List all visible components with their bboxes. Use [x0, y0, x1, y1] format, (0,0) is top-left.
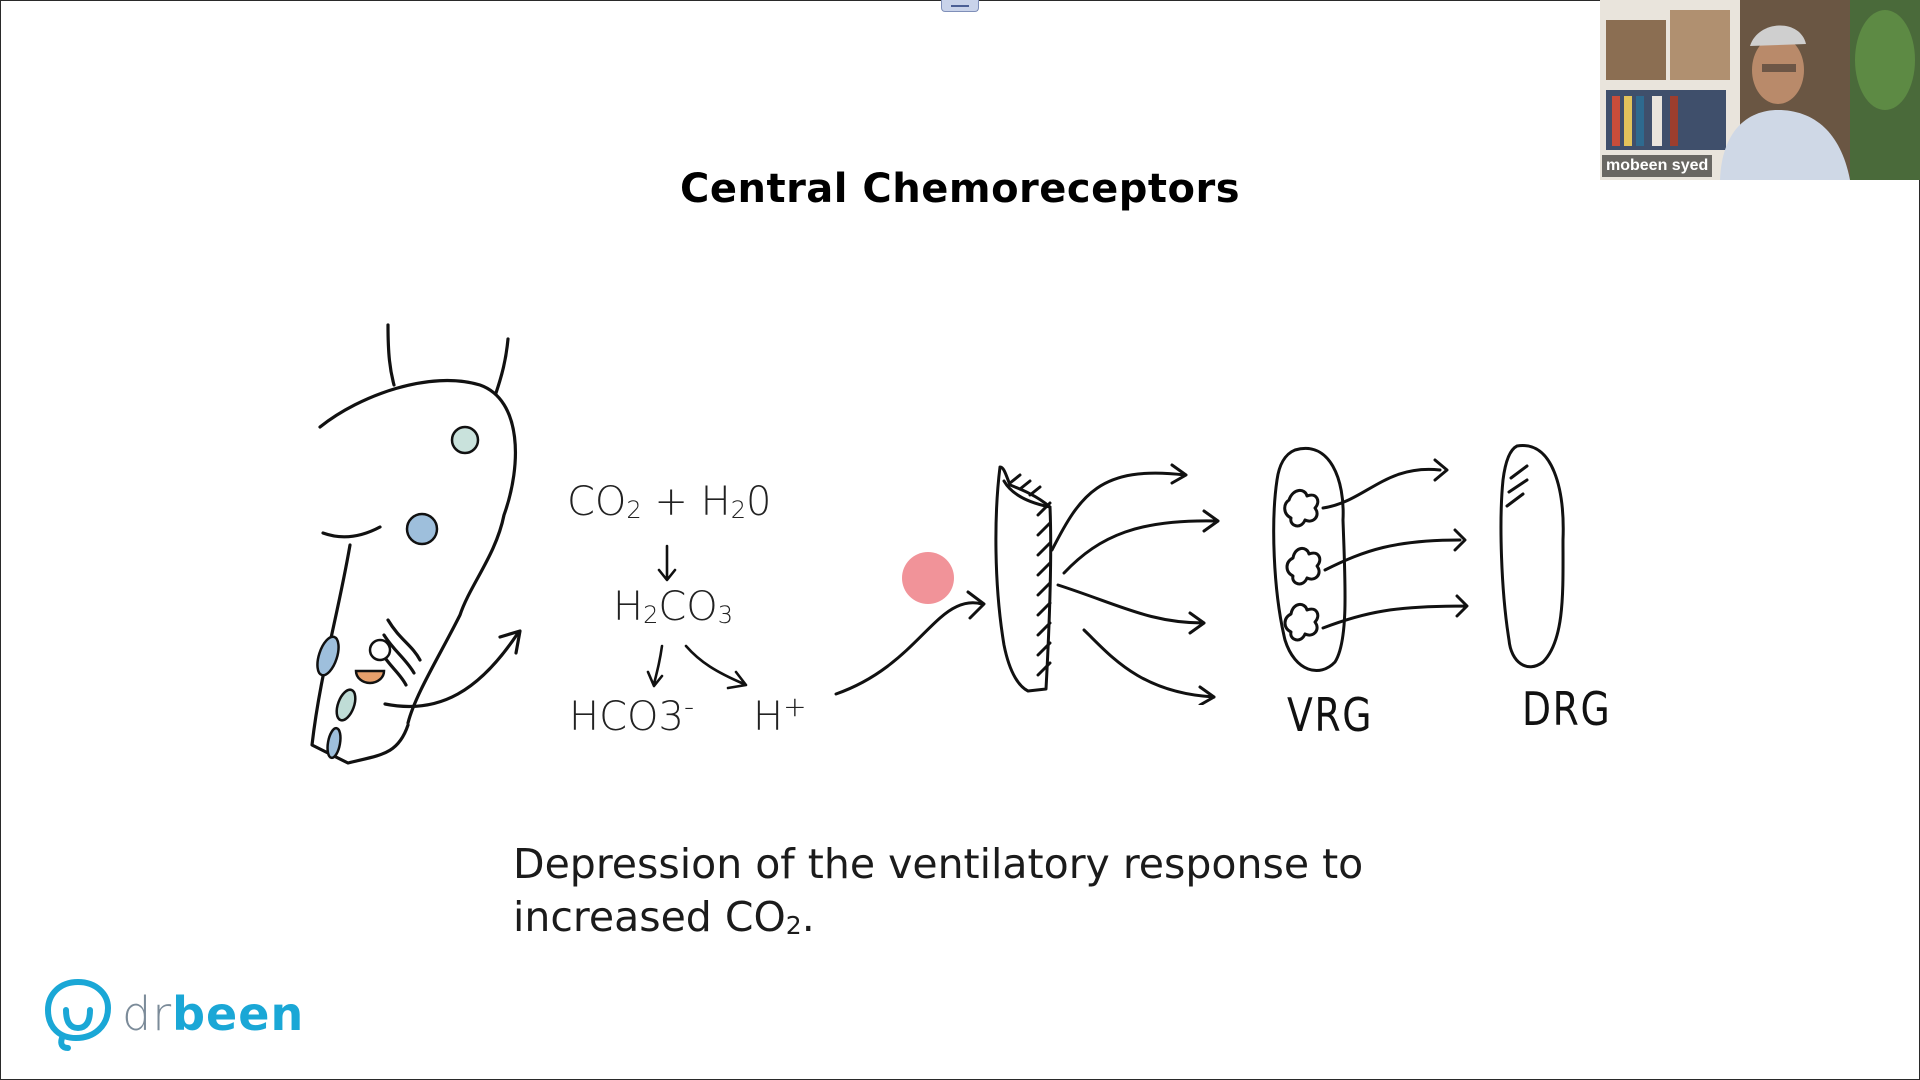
slide-caption: Depression of the ventilatory response t…	[513, 838, 1363, 952]
caption-line-2: increased CO2.	[513, 893, 815, 941]
chemoreceptor-surface	[994, 463, 1220, 705]
laser-pointer	[902, 552, 954, 604]
drbeen-logo: drbeen	[42, 976, 304, 1052]
video-frame-image	[1600, 0, 1920, 180]
reaction-arrows	[646, 544, 748, 690]
drg-label: DRG	[1522, 682, 1612, 736]
participant-video[interactable]: mobeen syed	[1600, 0, 1920, 180]
share-toolbar-handle[interactable]	[941, 0, 979, 12]
logo-wordmark: drbeen	[122, 987, 305, 1041]
equation-hco3: HCO3-	[569, 690, 695, 740]
vrg-drg-drawing	[1272, 444, 1565, 672]
pathway-arrows	[834, 590, 986, 696]
nucleus-dot-blue	[405, 512, 439, 546]
caption-line-1: Depression of the ventilatory response t…	[513, 840, 1364, 888]
drg-outline	[1499, 444, 1565, 669]
stethoscope-logo-icon	[44, 979, 112, 1051]
slide-title: Central Chemoreceptors	[679, 166, 1241, 212]
equation-h-ion: H+	[753, 690, 807, 740]
equation-co2-h2o: CO2 + H20	[567, 479, 772, 525]
participant-name: mobeen syed	[1602, 155, 1713, 177]
brainstem-drawing	[310, 323, 522, 765]
vrg-label: VRG	[1287, 688, 1374, 742]
vrg-outline	[1272, 446, 1347, 672]
nucleus-dot-teal	[450, 425, 480, 455]
equation-h2co3: H2CO3	[613, 584, 734, 630]
